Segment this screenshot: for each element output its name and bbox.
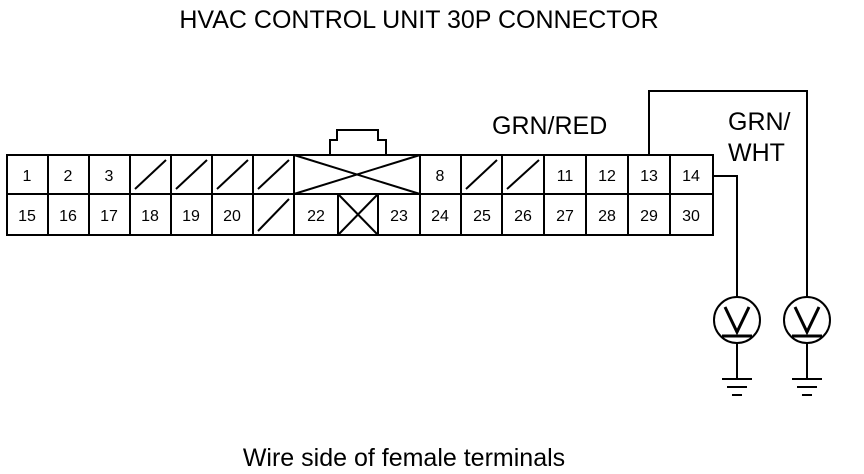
pin-label: 25: [473, 208, 491, 225]
wires: [648, 90, 808, 297]
pin-label: 16: [59, 208, 77, 225]
pin-label: 28: [598, 208, 616, 225]
pin-label: 17: [100, 208, 118, 225]
pin-label: 22: [307, 208, 325, 225]
voltmeter-pin14: [713, 296, 761, 396]
pin-label: 18: [141, 208, 159, 225]
pin-label: 29: [640, 208, 658, 225]
wire-label-grn-red: GRN/RED: [492, 112, 607, 140]
pin-label: 3: [105, 168, 114, 185]
bottom-row: [47, 194, 671, 235]
top-empty-cavities: [134, 159, 540, 190]
voltmeter-symbol: [793, 306, 821, 336]
pin-label: 23: [390, 208, 408, 225]
diagram-title: HVAC CONTROL UNIT 30P CONNECTOR: [179, 6, 658, 34]
wire-pin14: [713, 175, 738, 297]
wire-label-grn-wht: GRN/: [728, 108, 791, 136]
bottom-pin-labels: 15 16 17 18 19 20 22 23 24 25 26 27 28 2…: [18, 208, 700, 225]
bottom-empty-cavities: [257, 193, 379, 236]
pin-label: 27: [556, 208, 574, 225]
top-pin-labels: 1 2 3 8 11 12 13 14: [23, 168, 700, 185]
voltmeter-pin13: [783, 296, 831, 396]
voltmeter-symbol: [723, 306, 751, 336]
top-row: [47, 155, 671, 194]
ground-symbol: [722, 378, 752, 396]
pin-label: 12: [598, 168, 616, 185]
wire-pin13: [648, 90, 808, 297]
pin-label: 14: [682, 168, 700, 185]
connector-latch: [329, 129, 387, 155]
diagram-caption: Wire side of female terminals: [243, 444, 565, 472]
pin-label: 13: [640, 168, 658, 185]
pin-label: 20: [223, 208, 241, 225]
pin-label: 2: [64, 168, 73, 185]
pin-label: 30: [682, 208, 700, 225]
pin-label: 15: [18, 208, 36, 225]
wire-label-grn-wht-2: WHT: [728, 139, 785, 167]
pin-label: 26: [514, 208, 532, 225]
pin-label: 24: [431, 208, 449, 225]
blocked-cavity-x: [293, 154, 421, 195]
pin-label: 1: [23, 168, 32, 185]
pin-label: 19: [182, 208, 200, 225]
pin-label: 8: [436, 168, 445, 185]
ground-symbol: [792, 378, 822, 396]
pin-label: 11: [557, 168, 574, 185]
